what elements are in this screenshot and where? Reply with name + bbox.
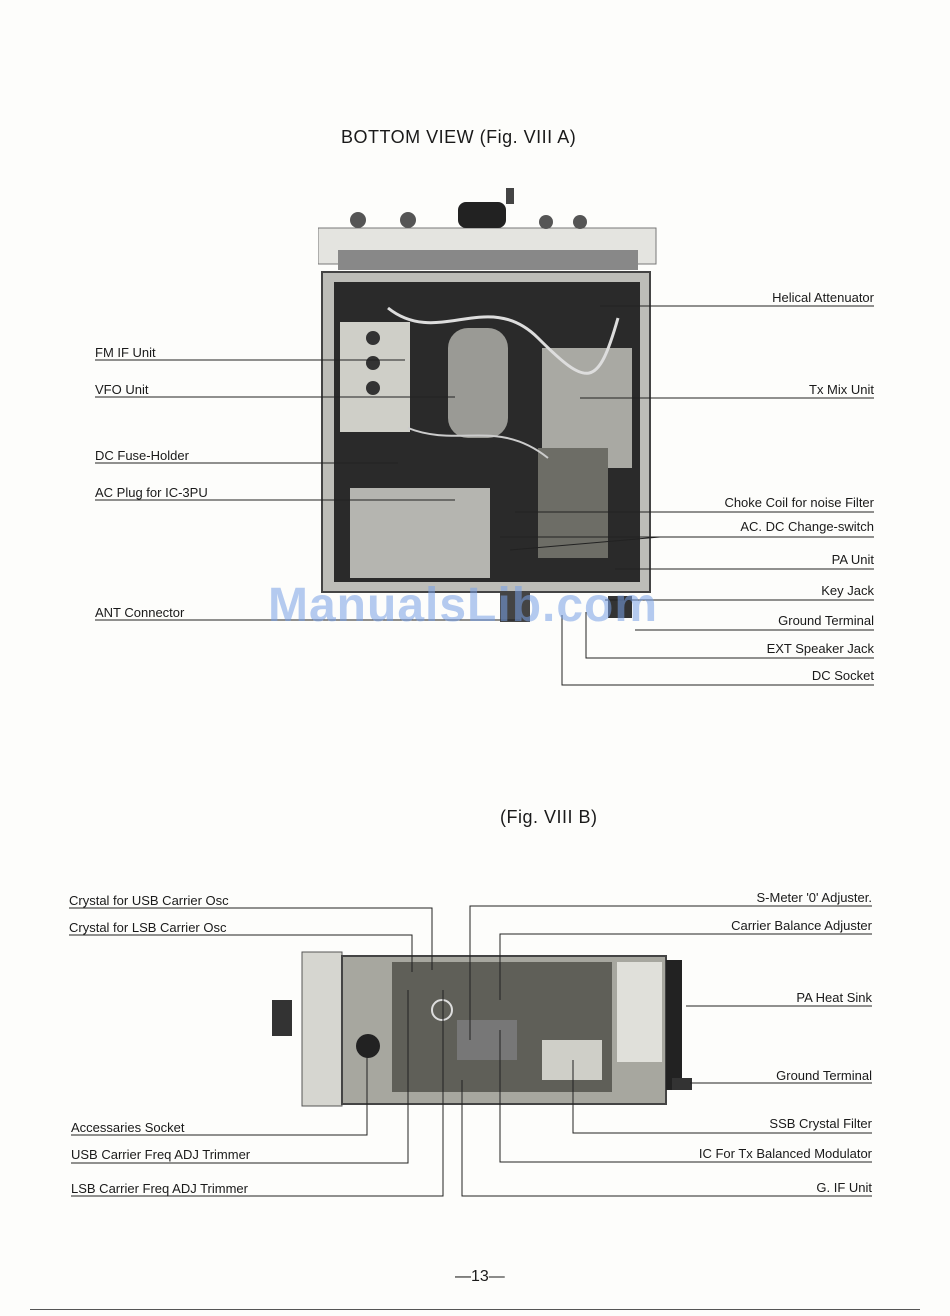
label-ground-terminal-b: Ground Terminal (776, 1068, 872, 1083)
fig-a-title: BOTTOM VIEW (Fig. VIII A) (341, 127, 577, 147)
label-ic-tx-modulator: IC For Tx Balanced Modulator (698, 1146, 872, 1161)
label-pa-heat-sink: PA Heat Sink (796, 990, 872, 1005)
label-carrier-balance: Carrier Balance Adjuster (731, 918, 872, 933)
label-lsb-trimmer: LSB Carrier Freq ADJ Trimmer (71, 1181, 248, 1196)
label-key-jack: Key Jack (821, 583, 874, 598)
label-accessaries-socket: Accessaries Socket (71, 1120, 185, 1135)
label-choke-coil: Choke Coil for noise Filter (724, 495, 874, 510)
label-ant-connector: ANT Connector (95, 605, 185, 620)
fig-b-title: (Fig. VIII B) (500, 807, 598, 827)
label-crystal-lsb: Crystal for LSB Carrier Osc (69, 920, 227, 935)
label-fm-if-unit: FM IF Unit (95, 345, 156, 360)
label-s-meter-adjuster: S-Meter '0' Adjuster. (756, 890, 872, 905)
label-dc-fuse-holder: DC Fuse-Holder (95, 448, 189, 463)
page-number: —13— (455, 1268, 505, 1285)
watermark: ManualsLib.com (268, 579, 659, 632)
label-usb-trimmer: USB Carrier Freq ADJ Trimmer (71, 1147, 251, 1162)
label-ext-speaker-jack: EXT Speaker Jack (766, 641, 874, 656)
label-dc-socket: DC Socket (811, 668, 874, 683)
label-ac-plug: AC Plug for IC-3PU (95, 485, 208, 500)
side-view-photo (272, 951, 692, 1107)
label-ac-dc-switch: AC. DC Change-switch (740, 519, 874, 534)
label-tx-mix-unit: Tx Mix Unit (809, 382, 874, 397)
label-pa-unit: PA Unit (831, 552, 874, 567)
label-crystal-usb: Crystal for USB Carrier Osc (69, 893, 229, 908)
label-helical-attenuator: Helical Attenuator (772, 290, 874, 305)
bottom-rule (30, 1309, 920, 1310)
bottom-view-photo (318, 188, 657, 622)
label-ssb-crystal-filter: SSB Crystal Filter (769, 1116, 872, 1131)
label-g-if-unit: G. IF Unit (816, 1180, 872, 1195)
label-vfo-unit: VFO Unit (95, 382, 149, 397)
label-ground-terminal-a: Ground Terminal (778, 613, 874, 628)
